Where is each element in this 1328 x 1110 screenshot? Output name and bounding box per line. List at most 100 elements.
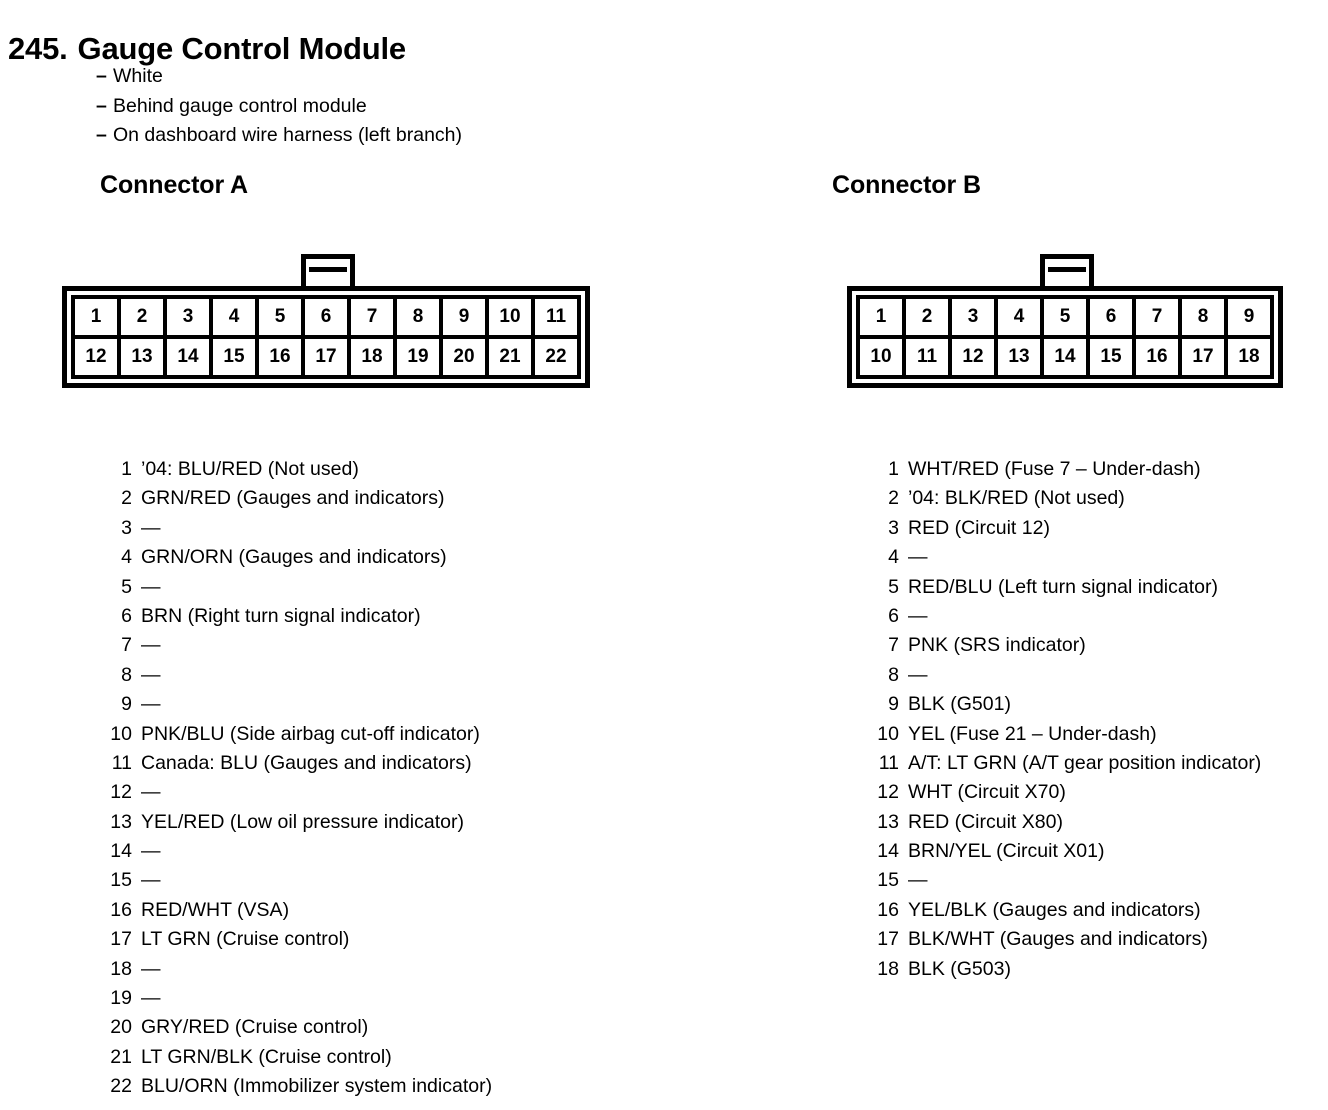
pin-number: 1 xyxy=(888,458,899,480)
pin-description: — xyxy=(141,987,161,1010)
connector-pin-cell[interactable]: 22 xyxy=(531,335,581,379)
pin-description: YEL (Fuse 21 – Under-dash) xyxy=(908,722,1157,745)
pin-number: 2 xyxy=(888,487,899,510)
pin-number: 12 xyxy=(877,781,899,804)
note-text: On dashboard wire harness (left branch) xyxy=(113,124,463,146)
connector-pin-cell[interactable]: 11 xyxy=(902,335,952,379)
pin-description: YEL/RED (Low oil pressure indicator) xyxy=(141,810,464,833)
pin-number: 9 xyxy=(121,693,132,716)
pin-list-item: 6— xyxy=(871,602,1261,631)
connector-pin-cell[interactable]: 15 xyxy=(1086,335,1136,379)
pin-number: 11 xyxy=(111,751,132,774)
pin-number: 2 xyxy=(121,487,132,510)
pin-description: — xyxy=(908,869,928,892)
connector-pin-cell[interactable]: 1 xyxy=(71,295,121,339)
pin-list-item: 15— xyxy=(104,866,492,895)
pin-description: WHT (Circuit X70) xyxy=(908,781,1066,804)
connector-pin-cell[interactable]: 5 xyxy=(255,295,305,339)
pin-number: 12 xyxy=(110,781,132,804)
connector-pin-cell[interactable]: 11 xyxy=(531,295,581,339)
connector-pin-cell[interactable]: 19 xyxy=(393,335,443,379)
connector-pin-cell[interactable]: 7 xyxy=(1132,295,1182,339)
pin-number: 6 xyxy=(121,604,132,627)
connector-pin-cell[interactable]: 2 xyxy=(902,295,952,339)
connector-pin-cell[interactable]: 21 xyxy=(485,335,535,379)
connector-pin-cell[interactable]: 12 xyxy=(71,335,121,379)
connector-pin-cell[interactable]: 20 xyxy=(439,335,489,379)
connector-pin-cell[interactable]: 2 xyxy=(117,295,167,339)
connector-pin-cell[interactable]: 3 xyxy=(948,295,998,339)
connector-pin-cell[interactable]: 10 xyxy=(856,335,906,379)
connector-pin-cell[interactable]: 10 xyxy=(485,295,535,339)
pin-list-item: 12— xyxy=(104,778,492,807)
connector-pin-cell[interactable]: 18 xyxy=(1224,335,1274,379)
connector-pin-cell[interactable]: 15 xyxy=(209,335,259,379)
pin-list-item: 4— xyxy=(871,543,1261,572)
connector-pin-cell[interactable]: 16 xyxy=(1132,335,1182,379)
pin-description: LT GRN (Cruise control) xyxy=(141,928,350,951)
connector-pin-cell[interactable]: 14 xyxy=(1040,335,1090,379)
connector-pin-cell[interactable]: 18 xyxy=(347,335,397,379)
connector-pin-cell[interactable]: 8 xyxy=(1178,295,1228,339)
pin-number: 15 xyxy=(877,869,899,892)
pin-description: — xyxy=(141,575,161,598)
pin-description: PNK (SRS indicator) xyxy=(908,634,1086,657)
pin-list-item: 5— xyxy=(104,573,492,602)
pin-number: 21 xyxy=(110,1045,132,1068)
pin-description: ’04: BLK/RED (Not used) xyxy=(908,487,1125,510)
connector-pin-cell[interactable]: 7 xyxy=(347,295,397,339)
pin-list-item: 8— xyxy=(104,661,492,690)
pin-number: 10 xyxy=(110,722,132,745)
pin-description: GRN/ORN (Gauges and indicators) xyxy=(141,546,447,569)
connector-pin-cell[interactable]: 4 xyxy=(209,295,259,339)
connector-pin-cell[interactable]: 1 xyxy=(856,295,906,339)
pin-list-item: 11 Canada: BLU (Gauges and indicators) xyxy=(104,749,492,778)
connector-pin-cell[interactable]: 9 xyxy=(1224,295,1274,339)
connector-note: –White xyxy=(96,62,462,92)
pin-description: GRN/RED (Gauges and indicators) xyxy=(141,487,445,510)
connector-pin-cell[interactable]: 17 xyxy=(1178,335,1228,379)
connector-pin-cell[interactable]: 12 xyxy=(948,335,998,379)
connector-pin-cell[interactable]: 4 xyxy=(994,295,1044,339)
note-dash-icon: – xyxy=(96,65,107,87)
connector-pin-cell[interactable]: 3 xyxy=(163,295,213,339)
pin-description: BLU/ORN (Immobilizer system indicator) xyxy=(141,1075,493,1098)
pin-description: — xyxy=(141,516,161,539)
pin-number: 7 xyxy=(121,634,132,657)
connector-pin-cell[interactable]: 6 xyxy=(301,295,351,339)
pin-description: Canada: BLU (Gauges and indicators) xyxy=(141,751,472,774)
pin-list-item: 1’04: BLU/RED (Not used) xyxy=(104,455,492,484)
page-title-text: Gauge Control Module xyxy=(77,30,407,66)
pin-description: BLK (G501) xyxy=(908,693,1011,716)
pin-description: — xyxy=(908,663,928,686)
connector-pin-cell[interactable]: 16 xyxy=(255,335,305,379)
connector-pin-cell[interactable]: 13 xyxy=(117,335,167,379)
page-title-number: 245. xyxy=(8,30,68,66)
connector-pin-cell[interactable]: 5 xyxy=(1040,295,1090,339)
connector-pin-cell[interactable]: 14 xyxy=(163,335,213,379)
connector-pin-cell[interactable]: 17 xyxy=(301,335,351,379)
pin-list-item: 18— xyxy=(104,955,492,984)
connector-pin-cell[interactable]: 6 xyxy=(1086,295,1136,339)
connector-pin-cell[interactable]: 8 xyxy=(393,295,443,339)
pin-number: 15 xyxy=(110,869,132,892)
pin-number: 3 xyxy=(121,516,132,539)
connector-pin-cell[interactable]: 9 xyxy=(439,295,489,339)
pin-number: 16 xyxy=(110,898,132,921)
pin-list-item: 7— xyxy=(104,631,492,660)
connector-pin-cell[interactable]: 13 xyxy=(994,335,1044,379)
